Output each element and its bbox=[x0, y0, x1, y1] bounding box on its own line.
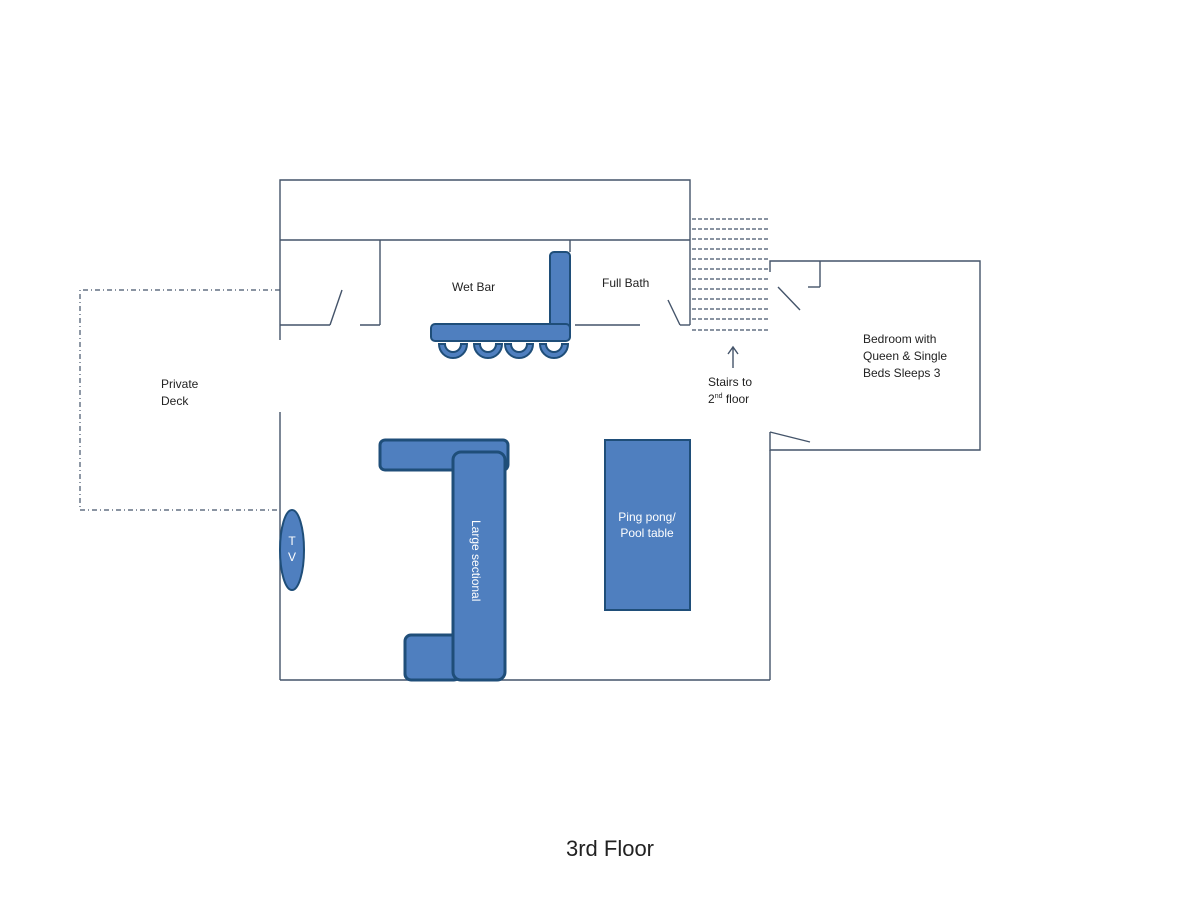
tv bbox=[279, 509, 305, 591]
stairs bbox=[692, 218, 768, 331]
stairs-floor-suffix: nd bbox=[715, 393, 723, 400]
bath-door bbox=[667, 299, 681, 326]
stairs-floor-word: floor bbox=[722, 392, 749, 406]
tv-label-line2: V bbox=[288, 550, 296, 564]
bedroom-label-line3: Beds Sleeps 3 bbox=[863, 366, 941, 380]
private-deck-label-line1: Private bbox=[161, 377, 199, 391]
page-title: 3rd Floor bbox=[566, 836, 654, 861]
table-label-line2: Pool table bbox=[620, 526, 674, 540]
private-deck-label-line2: Deck bbox=[161, 394, 189, 408]
bedroom-label-line1: Bedroom with bbox=[863, 332, 936, 346]
tv-label-line1: T bbox=[288, 534, 296, 548]
full-bath-label: Full Bath bbox=[602, 276, 649, 290]
sectional-label: Large sectional bbox=[469, 520, 483, 601]
bedroom-door-bottom bbox=[769, 431, 811, 443]
private-deck-outline bbox=[79, 289, 280, 511]
bar-stool bbox=[538, 343, 570, 359]
bedroom-door-top bbox=[777, 286, 801, 311]
wet-bar-counter bbox=[430, 251, 571, 342]
table-label-line1: Ping pong/ bbox=[618, 510, 676, 524]
stairs-label-line1: Stairs to bbox=[708, 375, 752, 389]
bar-stool bbox=[472, 343, 504, 359]
stairs-floor-number: 2 bbox=[708, 392, 715, 406]
bar-stool bbox=[503, 343, 535, 359]
closet-door bbox=[329, 289, 343, 326]
stairs-label-line2: 2nd floor bbox=[708, 392, 749, 406]
bar-stool bbox=[437, 343, 469, 359]
stairs-arrow-icon bbox=[727, 345, 739, 368]
hallway-wall bbox=[279, 179, 691, 240]
bar-stools bbox=[437, 343, 570, 359]
bedroom-label-line2: Queen & Single bbox=[863, 349, 947, 363]
bedroom-wall bbox=[769, 260, 981, 451]
large-sectional bbox=[378, 438, 510, 682]
wet-bar-label: Wet Bar bbox=[452, 280, 495, 294]
ping-pong-pool-table bbox=[604, 439, 691, 611]
